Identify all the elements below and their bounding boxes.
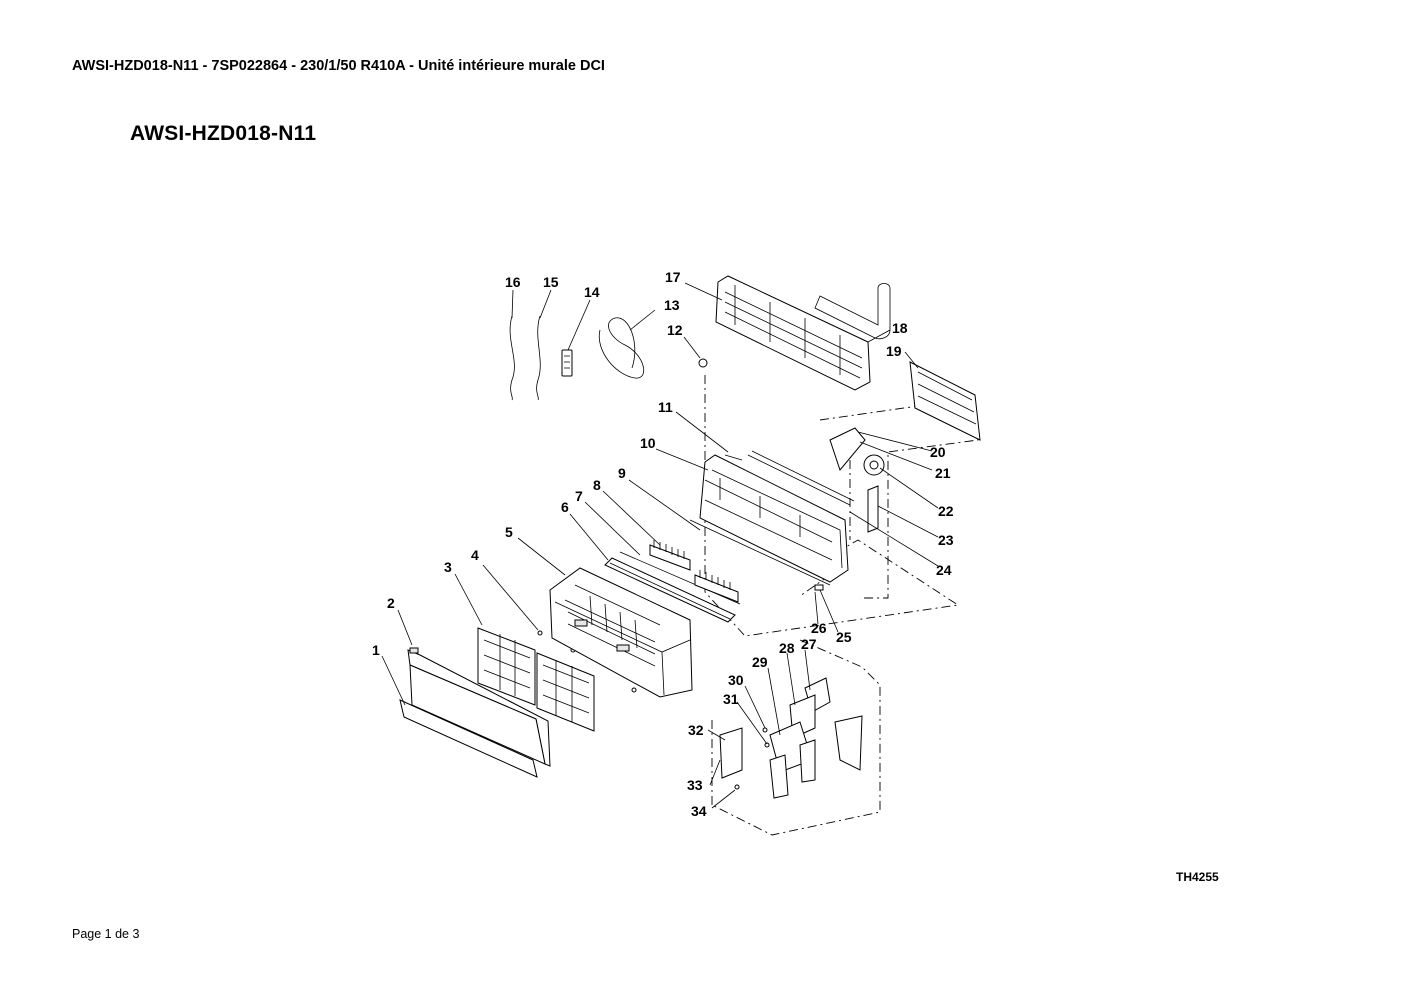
- callout-labels: 1 2 3 4 5 6 7 8 9 10 11 12 13 14 15 16 1…: [372, 269, 954, 819]
- part-11-fan-shaft: [724, 450, 855, 506]
- part-2-front-panel: [407, 647, 551, 767]
- part-27-34-control-box: [719, 677, 863, 799]
- callout-27: 27: [801, 636, 817, 652]
- callout-33: 33: [687, 777, 703, 793]
- document-header: AWSI-HZD018-N11 - 7SP022864 - 230/1/50 R…: [72, 58, 605, 74]
- callout-10: 10: [640, 435, 656, 451]
- part-18-pipe: [814, 283, 891, 340]
- callout-19: 19: [886, 343, 902, 359]
- callout-16: 16: [505, 274, 521, 290]
- part-20-21-22-motor-assembly: [829, 427, 885, 476]
- page-number: Page 1 de 3: [72, 927, 140, 941]
- callout-14: 14: [584, 284, 600, 300]
- callout-25: 25: [836, 629, 852, 645]
- callout-32: 32: [688, 722, 704, 738]
- part-6-horizontal-louver: [604, 557, 736, 623]
- callout-2: 2: [387, 595, 395, 611]
- part-23-24-side-bracket: [867, 485, 879, 533]
- callout-29: 29: [752, 654, 768, 670]
- callout-21: 21: [935, 465, 951, 481]
- part-25-26-clip: [814, 584, 824, 591]
- part-15-16-wires: [509, 315, 541, 401]
- callout-8: 8: [593, 477, 601, 493]
- part-14-remote-controller: [561, 349, 573, 377]
- part-3-air-filters: [477, 627, 595, 732]
- callout-31: 31: [723, 691, 739, 707]
- part-5-front-cover: [549, 567, 693, 698]
- part-13-cable: [598, 317, 645, 379]
- callout-26: 26: [811, 620, 827, 636]
- model-title: AWSI-HZD018-N11: [130, 122, 317, 145]
- callout-6: 6: [561, 499, 569, 515]
- callout-18: 18: [892, 320, 908, 336]
- callout-15: 15: [543, 274, 559, 290]
- part-1-front-strip: [399, 699, 538, 778]
- callout-1: 1: [372, 642, 380, 658]
- callout-20: 20: [930, 444, 946, 460]
- leader-lines: [381, 282, 939, 809]
- callout-22: 22: [938, 503, 954, 519]
- part-8-vertical-vanes: [649, 540, 739, 603]
- callout-5: 5: [505, 524, 513, 540]
- callout-17: 17: [665, 269, 681, 285]
- callout-11: 11: [658, 399, 673, 415]
- part-19-mounting-plate: [909, 361, 981, 441]
- callout-12: 12: [667, 322, 683, 338]
- drawing-reference-code: TH4255: [1176, 870, 1219, 884]
- callout-30: 30: [728, 672, 744, 688]
- part-12-bearing: [698, 358, 708, 368]
- callout-23: 23: [938, 532, 954, 548]
- callout-28: 28: [779, 640, 795, 656]
- callout-13: 13: [664, 297, 680, 313]
- callout-34: 34: [691, 803, 707, 819]
- part-10-chassis: [689, 454, 849, 586]
- callout-7: 7: [575, 488, 583, 504]
- callout-9: 9: [618, 465, 626, 481]
- callout-3: 3: [444, 559, 452, 575]
- callout-4: 4: [471, 547, 479, 563]
- callout-24: 24: [936, 562, 952, 578]
- part-17-evaporator: [715, 275, 871, 391]
